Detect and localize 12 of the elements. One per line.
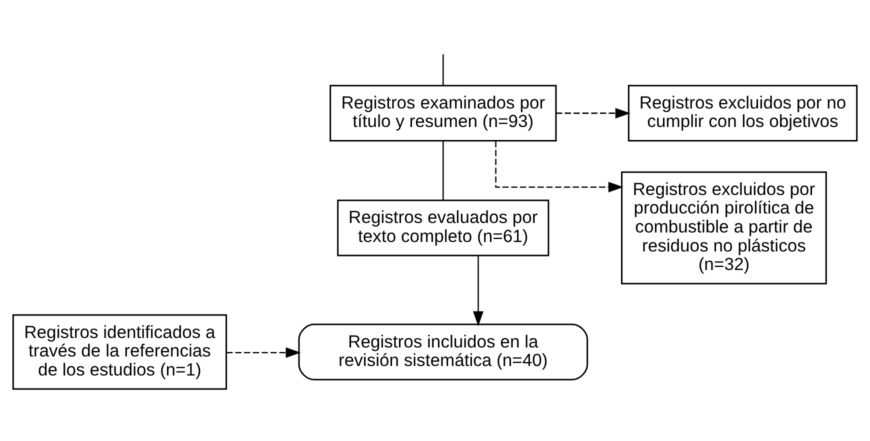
arrow <box>556 107 630 118</box>
connector <box>442 140 444 200</box>
connector <box>442 54 444 86</box>
node-box: Registros evaluados por texto completo (n=61) <box>337 199 550 256</box>
arrow <box>495 140 624 192</box>
arrow <box>472 256 484 326</box>
node-box: Registros identificados a través de la referencias de los estudios (n=1) <box>12 314 228 390</box>
node-box: Registros incluidos en la revisión sistemática (n=40) <box>298 323 588 380</box>
node-box: Registros excluidos por no cumplir con los objetivos <box>628 84 858 142</box>
node-box: Registros examinados por título y resumen (n=93) <box>330 84 557 142</box>
node-box: Registros excluidos por producción pirolítica de combustible a partir de residuos no plásticos (n=32) <box>621 170 827 284</box>
arrow <box>226 346 301 358</box>
